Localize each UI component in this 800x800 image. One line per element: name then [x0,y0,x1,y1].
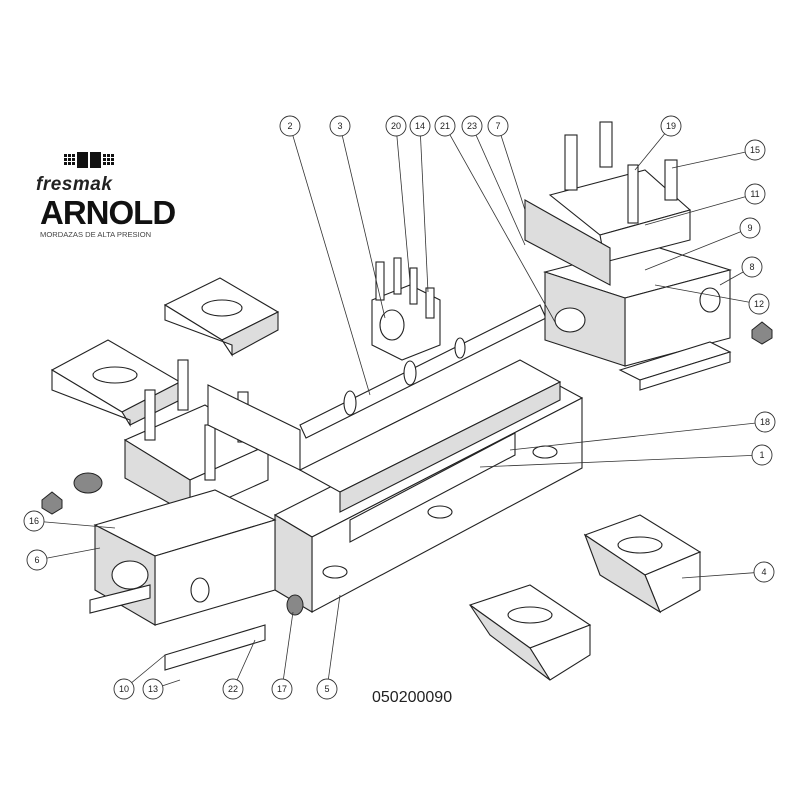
callout-5: 5 [316,678,338,700]
callout-9: 9 [739,217,761,239]
callout-circle [461,115,483,137]
part-code: 050200090 [372,689,453,706]
callout-label: 20 [391,121,401,131]
leader-line [419,125,429,293]
callout-circle [26,549,48,571]
callout-label: 1 [759,450,764,460]
callout-label: 11 [750,189,759,199]
callout-16: 16 [23,510,45,532]
callout-14: 14 [409,115,431,137]
callout-10: 10 [113,678,135,700]
leader-line [339,125,386,319]
leader-line [671,149,756,169]
right-jaw [524,121,773,391]
callout-17: 17 [271,678,293,700]
callout-circle [23,510,45,532]
callout-circle [409,115,431,137]
callout-label: 2 [287,121,292,131]
callout-circle [754,411,776,433]
callout-6: 6 [26,549,48,571]
callout-circle [751,444,773,466]
callout-18: 18 [754,411,776,433]
leader-line [644,227,751,271]
leader-line [681,571,765,579]
leader-line [33,520,116,529]
leader-line [654,284,760,305]
callout-label: 8 [749,262,754,272]
top-rail [298,359,562,513]
leader-line [509,421,766,451]
callout-label: 17 [277,684,287,694]
callout-circle [744,139,766,161]
callout-circle [739,217,761,239]
callout-23: 23 [461,115,483,137]
callout-label: 16 [29,516,39,526]
callout-circle [271,678,293,700]
jaw-pads-right [468,514,702,681]
leader-line [444,125,556,323]
callout-label: 6 [34,555,39,565]
nut-block [371,257,441,361]
callout-circle [748,293,770,315]
callout-circle [316,678,338,700]
callout-circle [753,561,775,583]
callout-12: 12 [748,293,770,315]
callout-label: 7 [495,121,500,131]
leader-line [497,125,526,211]
callout-circle [741,256,763,278]
callout-2: 2 [279,115,301,137]
leader-line [36,547,101,561]
callout-circle [142,678,164,700]
callout-11: 11 [744,183,766,205]
callout-circle [487,115,509,137]
callout-label: 4 [761,567,766,577]
callout-label: 14 [415,121,425,131]
callout-label: 3 [337,121,342,131]
callout-label: 9 [747,223,752,233]
callout-circle [434,115,456,137]
callout-label: 22 [228,684,238,694]
callout-circle [660,115,682,137]
leader-line [479,454,763,468]
callout-label: 21 [440,121,450,131]
callout-21: 21 [434,115,456,137]
callout-20: 20 [385,115,407,137]
callout-label: 10 [119,684,129,694]
callout-circle [744,183,766,205]
callout-circle [113,678,135,700]
callout-circle [222,678,244,700]
callout-3: 3 [329,115,351,137]
callout-15: 15 [744,139,766,161]
callout-1: 1 [751,444,773,466]
callout-label: 18 [760,417,770,427]
leader-line [395,125,411,283]
callout-circle [279,115,301,137]
callout-label: 12 [754,299,764,309]
callout-13: 13 [142,678,164,700]
callout-22: 22 [222,678,244,700]
callout-19: 19 [660,115,682,137]
leader-line [281,611,294,690]
logo-brand: fresmak [36,174,113,195]
part-17 [286,594,304,616]
callout-label: 19 [666,121,676,131]
leader-line [326,594,341,690]
callout-label: 23 [467,121,477,131]
callout-circle [385,115,407,137]
callout-label: 13 [148,684,158,694]
logo-mark-icon [64,152,114,168]
callout-4: 4 [753,561,775,583]
left-jaw [41,359,301,671]
logo-name: ARNOLD [40,194,176,231]
callout-7: 7 [487,115,509,137]
callout-label: 5 [324,684,329,694]
callout-label: 15 [750,145,760,155]
logo-tagline: MORDAZAS DE ALTA PRESION [40,230,152,239]
leader-line [289,125,371,396]
callout-8: 8 [741,256,763,278]
callout-circle [329,115,351,137]
leader-line [644,193,756,226]
leader-line [471,125,526,246]
